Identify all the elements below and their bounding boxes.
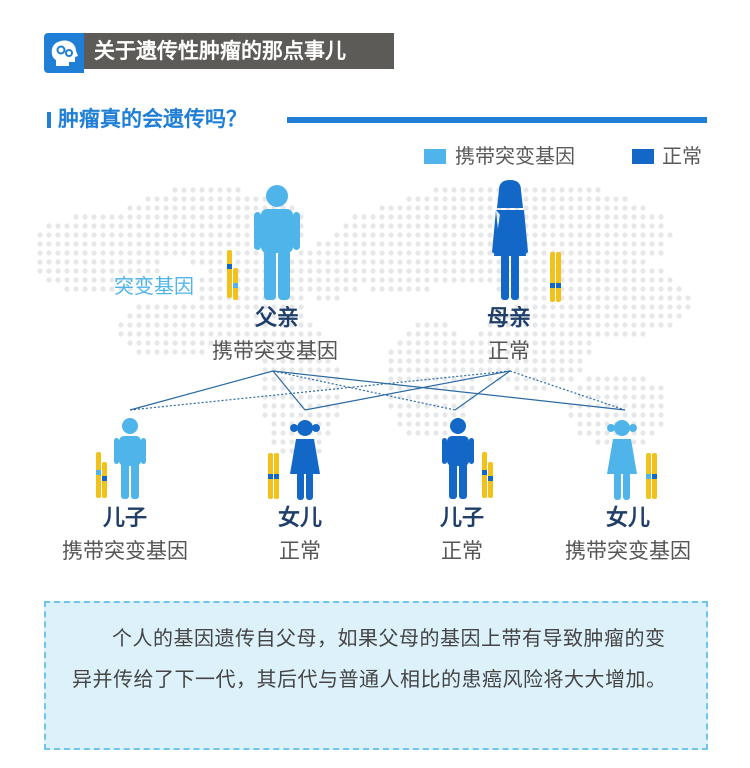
child-3-status: 正常	[441, 539, 483, 563]
mutation-gene-label: 突变基因	[114, 274, 194, 298]
child-4-name: 女儿	[605, 506, 650, 531]
info-box	[44, 601, 708, 750]
section-rule	[287, 117, 707, 123]
inheritance-diagram	[96, 180, 657, 500]
legend-label-carrier: 携带突变基因	[455, 144, 575, 168]
son-1-chromosome-icon	[96, 452, 107, 498]
child-2-status: 正常	[279, 539, 321, 563]
mother-chromosome-icon	[550, 252, 561, 302]
child-4-status: 携带突变基因	[565, 539, 691, 563]
daughter-2-chromosome-icon	[646, 453, 657, 499]
legend-swatch-carrier	[424, 149, 446, 164]
mother-status: 正常	[488, 339, 530, 363]
section-title: 肿瘤真的会遗传吗？	[58, 107, 247, 131]
father-icon	[254, 185, 300, 300]
mother-icon	[492, 180, 528, 300]
child-3-name: 儿子	[439, 506, 484, 531]
daughter-icon-1	[290, 420, 320, 500]
father-status: 携带突变基因	[212, 339, 338, 363]
mother-name: 母亲	[486, 306, 531, 331]
child-1-name: 儿子	[102, 506, 147, 531]
son-2-chromosome-icon	[482, 452, 493, 498]
child-2-name: 女儿	[277, 506, 322, 531]
legend-label-normal: 正常	[662, 144, 702, 168]
daughter-icon-2	[607, 420, 637, 500]
info-text: 个人的基因遗传自父母，如果父母的基因上带有导致肿瘤的变异并传给了下一代，其后代与…	[72, 626, 667, 691]
daughter-1-chromosome-icon	[268, 453, 279, 499]
child-1-status: 携带突变基因	[62, 539, 188, 563]
father-name: 父亲	[254, 306, 299, 331]
header-title: 关于遗传性肿瘤的那点事儿	[94, 39, 346, 63]
head-gears-icon	[44, 33, 84, 73]
inheritance-lines	[129, 370, 626, 411]
son-icon-1	[114, 418, 146, 499]
son-icon-2	[442, 418, 474, 499]
section-marker	[47, 112, 51, 128]
header-bar	[84, 33, 394, 69]
legend-swatch-normal	[632, 149, 654, 164]
father-chromosome-icon	[227, 250, 238, 300]
